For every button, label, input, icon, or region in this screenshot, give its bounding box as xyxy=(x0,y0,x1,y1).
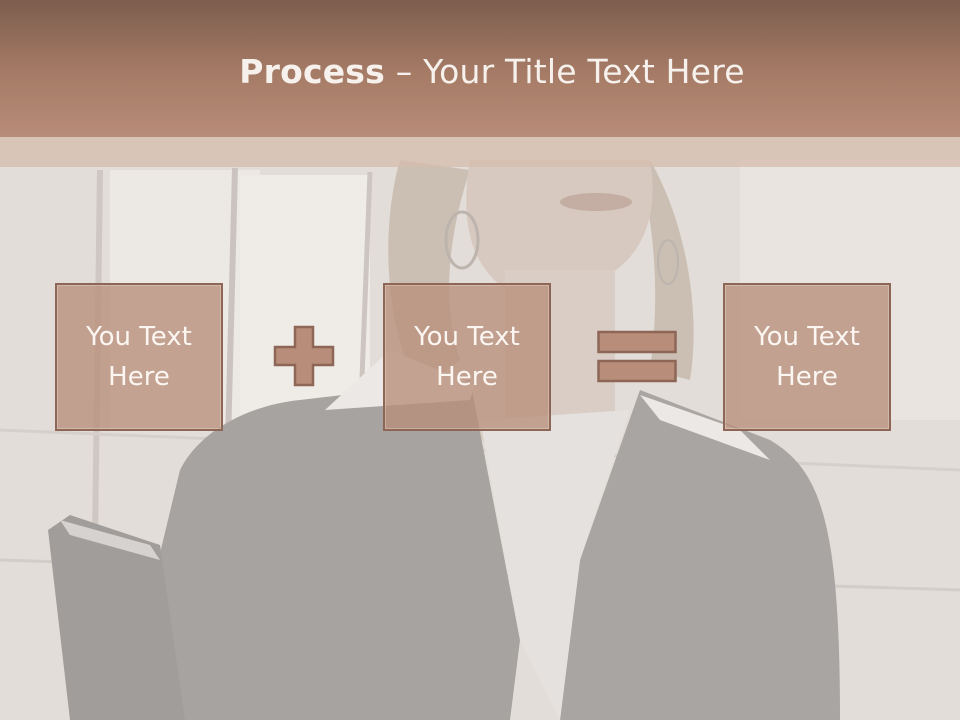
process-step-3: You Text Here xyxy=(723,283,891,431)
title-band xyxy=(0,137,960,167)
title-separator: – xyxy=(385,52,424,91)
equals-icon xyxy=(597,330,677,383)
process-step-1-text: You Text Here xyxy=(86,322,192,392)
title-bar xyxy=(0,0,960,137)
process-step-1: You Text Here xyxy=(55,283,223,431)
process-step-2: You Text Here xyxy=(383,283,551,431)
title-bold-word: Process xyxy=(239,52,385,91)
slide-title: Process – Your Title Text Here xyxy=(0,52,960,91)
process-step-2-text: You Text Here xyxy=(414,322,520,392)
title-rest: Your Title Text Here xyxy=(423,52,745,91)
plus-icon xyxy=(273,325,335,387)
process-step-3-text: You Text Here xyxy=(754,322,860,392)
